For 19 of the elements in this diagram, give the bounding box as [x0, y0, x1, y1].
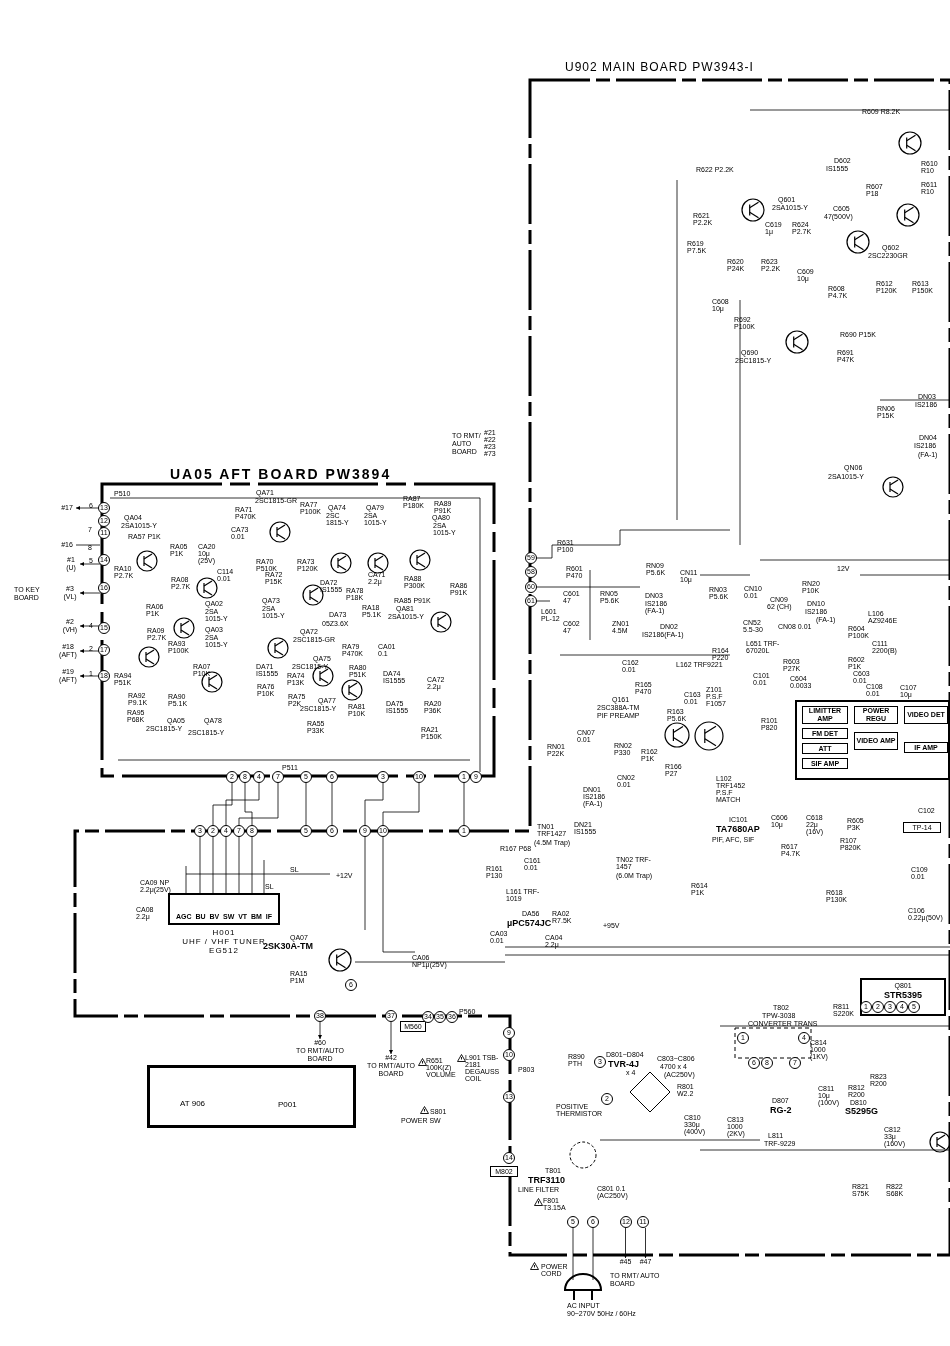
- module-caption: H001: [212, 928, 236, 937]
- board-title: U902 MAIN BOARD PW3943-I: [565, 60, 754, 74]
- part-number-label: TA7680AP: [716, 824, 760, 834]
- part-number-label: TVR-4J: [608, 1059, 639, 1069]
- ic-package: [795, 700, 950, 780]
- board-title: UA05 AFT BOARD PW3894: [170, 466, 392, 482]
- board-label: AT 906: [180, 1099, 206, 1108]
- part-number-label: µPC574JC: [507, 918, 552, 928]
- part-number-label: RG-2: [770, 1105, 792, 1115]
- tuner-module-box: [168, 893, 280, 925]
- module-caption: EG512: [209, 946, 239, 955]
- ic-label: STR5395: [884, 990, 922, 1000]
- antenna-board-box: [147, 1065, 356, 1128]
- connection-line: [75, 544, 101, 546]
- part-number-label: S5295G: [845, 1106, 879, 1116]
- part-number-label: 2SK30A-TM: [263, 941, 313, 951]
- board-label: P001: [278, 1100, 297, 1109]
- part-number-label: TRF3110: [528, 1175, 566, 1185]
- ic-package: [860, 978, 946, 1016]
